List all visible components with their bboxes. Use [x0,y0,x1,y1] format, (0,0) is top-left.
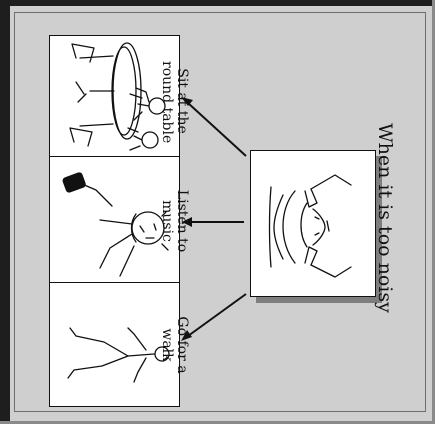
arrow-to-walk [181,294,246,341]
page-title: When it is too noisy [374,123,396,313]
arrow-to-music [182,217,244,227]
main-card-noisy [250,150,376,297]
hands-over-ears-illustration [251,151,375,296]
arrow-to-round-table [181,97,246,156]
